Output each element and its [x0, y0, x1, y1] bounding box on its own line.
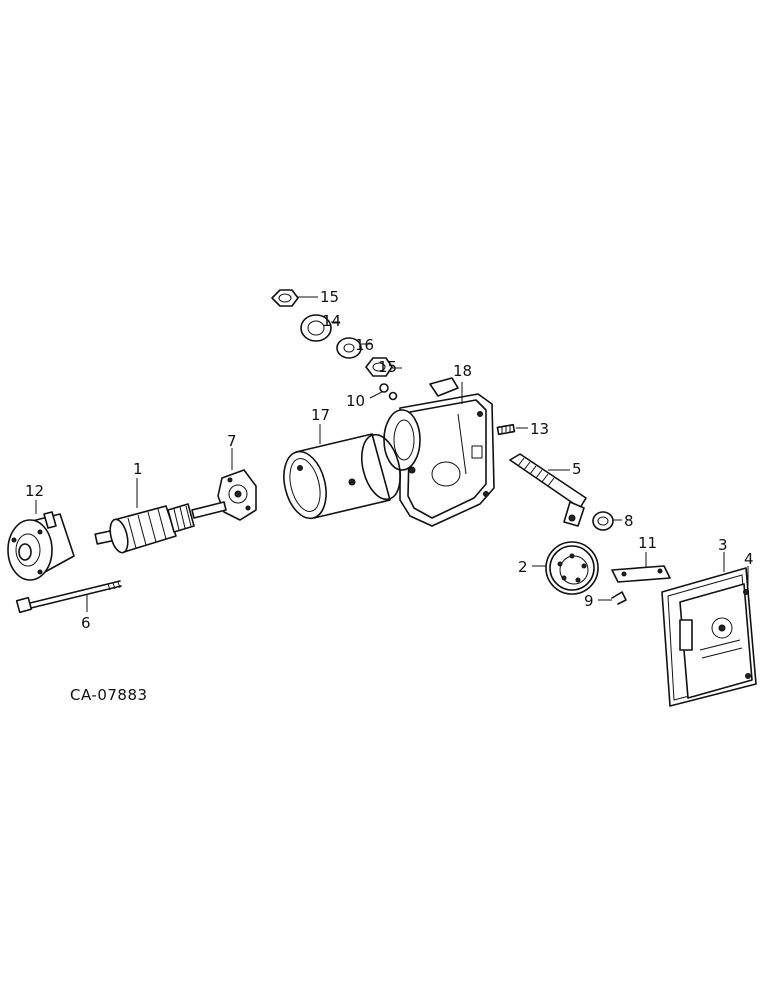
callout-15-lower: 15 — [378, 358, 397, 376]
part-7-brush-plate — [217, 469, 257, 521]
callout-18: 18 — [453, 362, 472, 380]
callout-10: 10 — [346, 392, 365, 410]
part-1-armature — [94, 501, 227, 554]
callout-11: 11 — [638, 534, 657, 552]
callout-15-top: 15 — [320, 288, 339, 306]
part-12-end-cap — [7, 511, 75, 581]
callout-9: 9 — [584, 592, 594, 610]
callout-14: 14 — [322, 312, 341, 330]
part-8-washer — [592, 511, 614, 531]
callout-5: 5 — [572, 460, 582, 478]
callout-13: 13 — [530, 420, 549, 438]
part-14-washer — [300, 314, 332, 342]
callout-16: 16 — [355, 336, 374, 354]
part-15-nut-lower — [365, 357, 393, 377]
part-15-nut-top — [271, 289, 299, 307]
part-4-cover — [679, 583, 753, 699]
callout-7: 7 — [227, 432, 237, 450]
part-9-clip — [611, 591, 627, 605]
callout-12: 12 — [25, 482, 44, 500]
callout-1: 1 — [133, 460, 143, 478]
callout-4: 4 — [744, 550, 754, 568]
part-18-gear-housing — [383, 377, 495, 527]
callout-8: 8 — [624, 512, 634, 530]
drawing-code: CA-07883 — [70, 686, 148, 704]
callout-3: 3 — [718, 536, 728, 554]
part-2-gear — [545, 541, 599, 595]
part-17-field-frame — [283, 433, 402, 520]
part-6-through-bolt — [15, 580, 122, 614]
callout-2: 2 — [518, 558, 528, 576]
part-13-set-screw — [496, 423, 516, 436]
callout-17: 17 — [311, 406, 330, 424]
part-10-small-nut — [379, 383, 398, 401]
part-5-worm-shaft — [509, 453, 587, 527]
part-11-link-plate — [611, 565, 671, 583]
part-16-lock-washer — [336, 337, 362, 359]
callout-6: 6 — [81, 614, 91, 632]
